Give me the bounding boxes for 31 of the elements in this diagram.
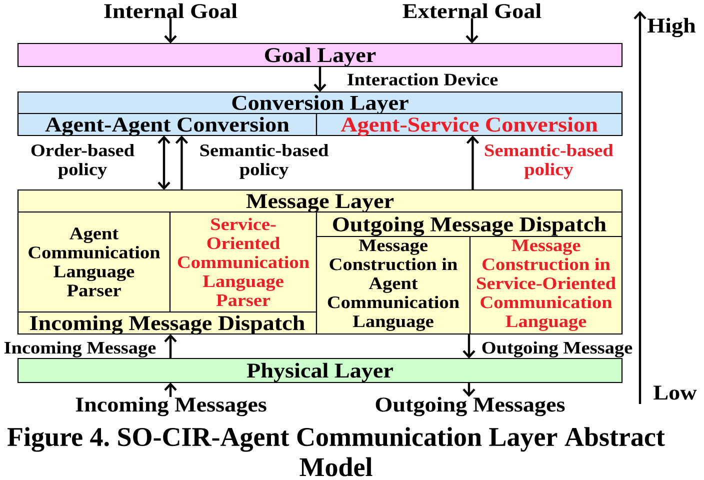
module-box: Agent-Service Conversion — [316, 112, 623, 136]
layer-box: Physical Layer — [17, 358, 623, 384]
text-label: Internal Goal — [104, 3, 238, 18]
layer-box: Goal Layer — [17, 42, 623, 68]
text-label: External Goal — [402, 3, 542, 18]
scale-label: High — [648, 18, 696, 38]
module-box: Message Construction in Service-Oriented Communication Language — [469, 236, 623, 335]
arrow — [314, 66, 326, 92]
arrow — [164, 382, 177, 397]
double-arrow — [158, 136, 170, 190]
module-box: Agent-Agent Conversion — [17, 112, 318, 136]
edge-label: Semantic-based policy — [485, 144, 614, 179]
arrow — [175, 136, 188, 190]
edge-label: Semantic-based policy — [200, 144, 328, 179]
edge-label: Outgoing Message — [482, 341, 632, 358]
module-box: Message Construction in Agent Communication Language — [316, 236, 471, 335]
arrow — [164, 334, 177, 358]
text-label: Incoming Messages — [76, 396, 266, 416]
edge-label: Incoming Message — [4, 341, 156, 358]
edge-label: Order-based policy — [31, 144, 134, 179]
caption: Figure 4. SO-CIR-Agent Communication Layer Abstract Model — [7, 427, 665, 476]
arrow — [164, 18, 177, 44]
text-label: Outgoing Messages — [376, 396, 565, 416]
arrow — [462, 334, 476, 358]
arrow — [466, 18, 478, 44]
arrow — [462, 382, 476, 397]
arrow — [466, 136, 480, 190]
edge-label: Interaction Device — [348, 73, 498, 86]
module-box: Incoming Message Dispatch — [17, 311, 318, 335]
module-box: Outgoing Message Dispatch — [316, 211, 623, 238]
scale-label: Low — [654, 386, 697, 400]
